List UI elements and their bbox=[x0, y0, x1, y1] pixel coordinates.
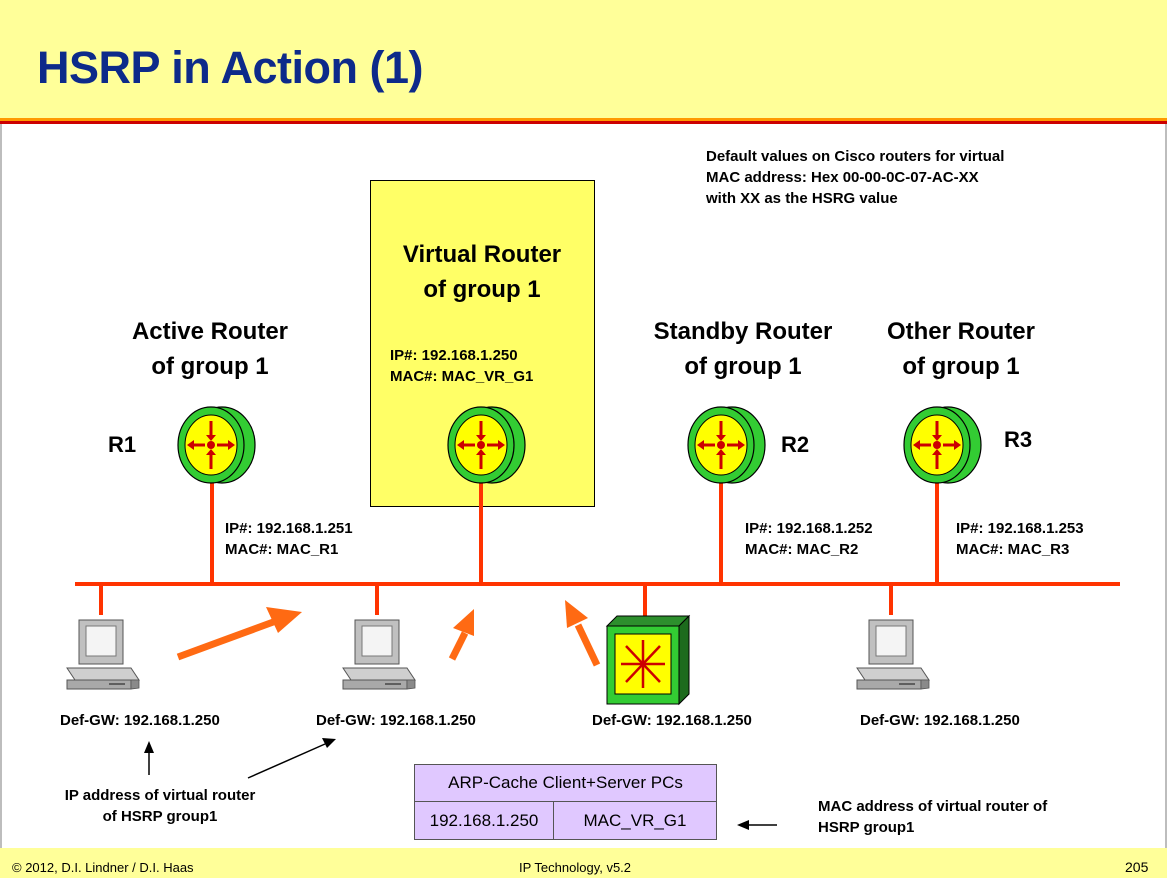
arrow-pc2-to-vr bbox=[448, 609, 474, 661]
virtual-router-heading-line1: Virtual Router bbox=[402, 241, 562, 268]
standby-router-heading: Standby Router of group 1 bbox=[628, 314, 858, 384]
host-gateway-label: Def-GW: 192.168.1.250 bbox=[860, 712, 1020, 729]
pc-icon bbox=[342, 619, 416, 690]
router-icon bbox=[686, 405, 767, 485]
other-router-heading-line1: Other Router bbox=[886, 318, 1035, 345]
slide-edge-right bbox=[1165, 124, 1167, 848]
virtual-router-addresses: IP#: 192.168.1.250 MAC#: MAC_VR_G1 bbox=[390, 345, 533, 387]
standby-router-heading-line2: of group 1 bbox=[684, 353, 802, 380]
ip-virtual-router-note-line2: of HSRP group1 bbox=[102, 808, 218, 825]
annotation-arrow-diagonal bbox=[247, 738, 336, 779]
host-gateway-label: Def-GW: 192.168.1.250 bbox=[592, 712, 752, 729]
virtual-router-ip: IP#: 192.168.1.250 bbox=[390, 347, 518, 364]
r1-addresses: IP#: 192.168.1.251 MAC#: MAC_R1 bbox=[225, 518, 353, 560]
router-name-r2: R2 bbox=[781, 432, 810, 457]
r2-mac: MAC#: MAC_R2 bbox=[745, 541, 859, 558]
footer-page-number: 205 bbox=[1125, 859, 1149, 875]
mac-virtual-router-note: MAC address of virtual router of HSRP gr… bbox=[818, 796, 1047, 838]
router-icon bbox=[446, 405, 527, 485]
r3-mac: MAC#: MAC_R3 bbox=[956, 541, 1070, 558]
r3-addresses: IP#: 192.168.1.253 MAC#: MAC_R3 bbox=[956, 518, 1084, 560]
slide-title: HSRP in Action (1) bbox=[37, 42, 424, 93]
active-router-heading: Active Router of group 1 bbox=[105, 314, 315, 384]
slide-header bbox=[0, 0, 1167, 118]
r3-ip: IP#: 192.168.1.253 bbox=[956, 520, 1084, 537]
annotation-arrow-up bbox=[144, 741, 154, 775]
arrow-server-to-vr bbox=[565, 600, 601, 667]
default-mac-note-line2: MAC address: Hex 00-00-0C-07-AC-XX bbox=[706, 169, 979, 186]
slide-edge-left bbox=[0, 124, 2, 848]
arp-cache-table: ARP-Cache Client+Server PCs 192.168.1.25… bbox=[414, 764, 717, 840]
r2-ip: IP#: 192.168.1.252 bbox=[745, 520, 873, 537]
arp-cache-header: ARP-Cache Client+Server PCs bbox=[415, 765, 716, 802]
virtual-router-heading-line2: of group 1 bbox=[423, 276, 541, 303]
host-gateway-label: Def-GW: 192.168.1.250 bbox=[316, 712, 476, 729]
active-router-heading-line1: Active Router bbox=[131, 318, 289, 345]
r2-addresses: IP#: 192.168.1.252 MAC#: MAC_R2 bbox=[745, 518, 873, 560]
footer-course: IP Technology, v5.2 bbox=[519, 860, 632, 875]
ip-virtual-router-note: IP address of virtual router of HSRP gro… bbox=[40, 785, 280, 827]
r1-ip: IP#: 192.168.1.251 bbox=[225, 520, 353, 537]
mac-virtual-router-note-line2: HSRP group1 bbox=[818, 819, 915, 836]
server-icon bbox=[605, 614, 691, 706]
router-icon bbox=[176, 405, 257, 485]
pc-icon bbox=[66, 619, 140, 690]
mac-virtual-router-note-line1: MAC address of virtual router of bbox=[818, 798, 1048, 815]
router-name-r3: R3 bbox=[1004, 427, 1033, 452]
standby-router-heading-line1: Standby Router bbox=[653, 318, 833, 345]
slide-footer bbox=[0, 848, 1167, 878]
other-router-heading: Other Router of group 1 bbox=[855, 314, 1067, 384]
r1-mac: MAC#: MAC_R1 bbox=[225, 541, 339, 558]
virtual-router-mac: MAC#: MAC_VR_G1 bbox=[390, 368, 534, 385]
default-mac-note-line1: Default values on Cisco routers for virt… bbox=[706, 148, 1005, 165]
default-mac-note: Default values on Cisco routers for virt… bbox=[706, 146, 1004, 209]
header-rule-orange bbox=[0, 118, 1167, 121]
arrow-pc1-to-bus bbox=[176, 607, 302, 661]
host-gateway-label: Def-GW: 192.168.1.250 bbox=[60, 712, 220, 729]
header-rule-red bbox=[0, 121, 1167, 124]
active-router-heading-line2: of group 1 bbox=[151, 353, 269, 380]
arp-cache-mac: MAC_VR_G1 bbox=[583, 811, 687, 830]
annotation-arrow-left bbox=[737, 820, 777, 830]
virtual-router-heading: Virtual Router of group 1 bbox=[372, 237, 592, 307]
other-router-heading-line2: of group 1 bbox=[902, 353, 1020, 380]
default-mac-note-line3: with XX as the HSRG value bbox=[706, 190, 898, 207]
router-icon bbox=[902, 405, 983, 485]
router-name-r1: R1 bbox=[108, 432, 137, 457]
ip-virtual-router-note-line1: IP address of virtual router bbox=[64, 787, 256, 804]
footer-copyright: © 2012, D.I. Lindner / D.I. Haas bbox=[12, 860, 194, 875]
arp-cache-ip: 192.168.1.250 bbox=[415, 802, 554, 839]
pc-icon bbox=[856, 619, 930, 690]
